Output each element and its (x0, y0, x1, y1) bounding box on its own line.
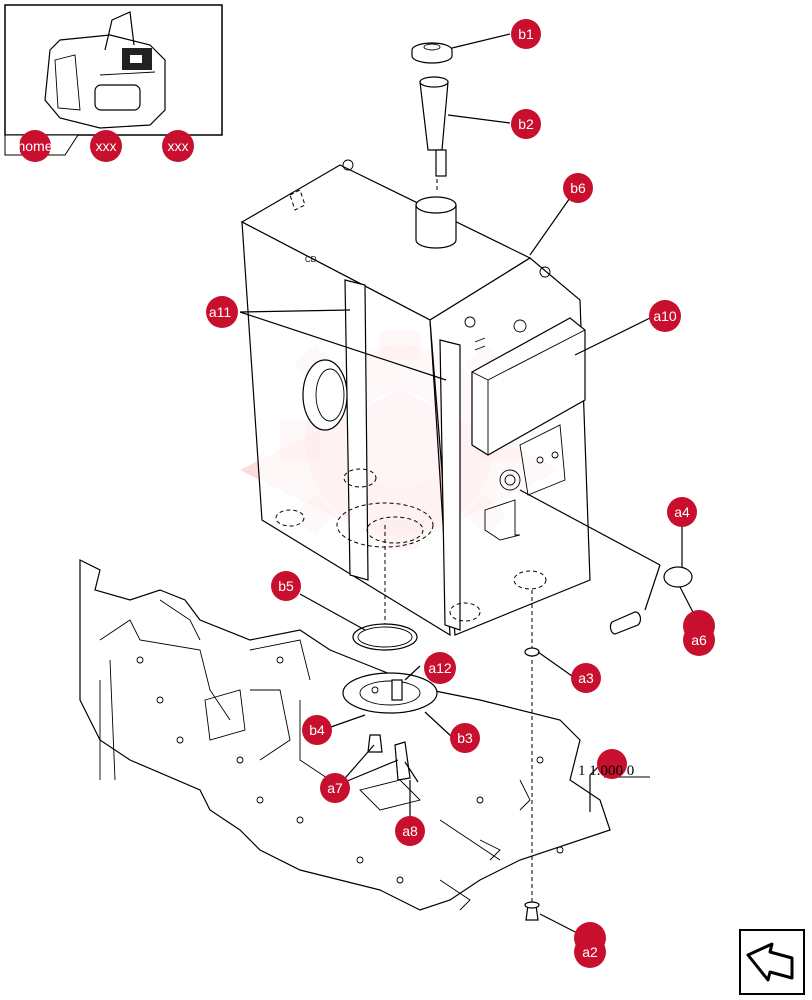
svg-text:a11: a11 (209, 304, 232, 320)
svg-text:b1: b1 (518, 26, 534, 42)
callout-a8[interactable]: a8 (395, 816, 425, 846)
svg-text:b5: b5 (278, 578, 294, 594)
return-arrow-icon[interactable] (739, 929, 805, 995)
callout-a12[interactable]: a12 (424, 652, 456, 684)
washer (524, 647, 540, 657)
thumbnail-panel (4, 4, 223, 156)
callout-b3[interactable]: b3 (450, 723, 480, 753)
home-button[interactable]: home (17, 130, 53, 162)
suction-flange (342, 672, 438, 783)
callout-b4[interactable]: b4 (302, 715, 332, 745)
svg-text:b6: b6 (570, 180, 586, 196)
upper-frame (79, 559, 611, 911)
callout-a2[interactable]: a2 (574, 922, 606, 968)
excavator-thumbnail (44, 11, 166, 129)
callout-a11[interactable]: a11 (206, 296, 238, 328)
svg-text:home: home (17, 138, 52, 154)
svg-text:a8: a8 (402, 823, 418, 839)
next-button[interactable]: xxx (162, 130, 194, 162)
svg-text:xxx: xxx (168, 138, 189, 154)
seal-ring (352, 623, 418, 651)
callout-b6[interactable]: b6 (563, 173, 593, 203)
svg-text:b3: b3 (457, 730, 473, 746)
svg-text:b4: b4 (309, 722, 325, 738)
svg-text:a3: a3 (578, 670, 594, 686)
fuel-level-sender (519, 489, 693, 635)
callout-a6[interactable]: a6 (683, 610, 715, 656)
callout-a10[interactable]: a10 (649, 300, 681, 332)
callout-a4[interactable]: a4 (667, 497, 697, 527)
svg-text:a4: a4 (674, 504, 690, 520)
svg-text:a10: a10 (653, 308, 677, 324)
drain-bolt (524, 901, 540, 921)
svg-text:xxx: xxx (96, 138, 117, 154)
svg-text:a2: a2 (582, 944, 598, 960)
svg-text:CD: CD (305, 255, 317, 264)
callout-b2[interactable]: b2 (511, 109, 541, 139)
svg-text:a6: a6 (691, 632, 707, 648)
callout-b5[interactable]: b5 (271, 571, 301, 601)
fuel-tank: CD (240, 159, 591, 905)
callout-a7[interactable]: a7 (320, 773, 350, 803)
callout-ref (597, 749, 627, 779)
filler-cap-and-strainer (411, 42, 453, 177)
svg-text:b2: b2 (518, 116, 534, 132)
prev-button[interactable]: xxx (90, 130, 122, 162)
svg-text:a7: a7 (327, 780, 343, 796)
leader-lines (239, 33, 699, 937)
callout-b1[interactable]: b1 (511, 19, 541, 49)
svg-text:a12: a12 (428, 660, 452, 676)
reference-label-overlay: 1 1.000 0 (578, 763, 634, 779)
callout-a3[interactable]: a3 (571, 663, 601, 693)
